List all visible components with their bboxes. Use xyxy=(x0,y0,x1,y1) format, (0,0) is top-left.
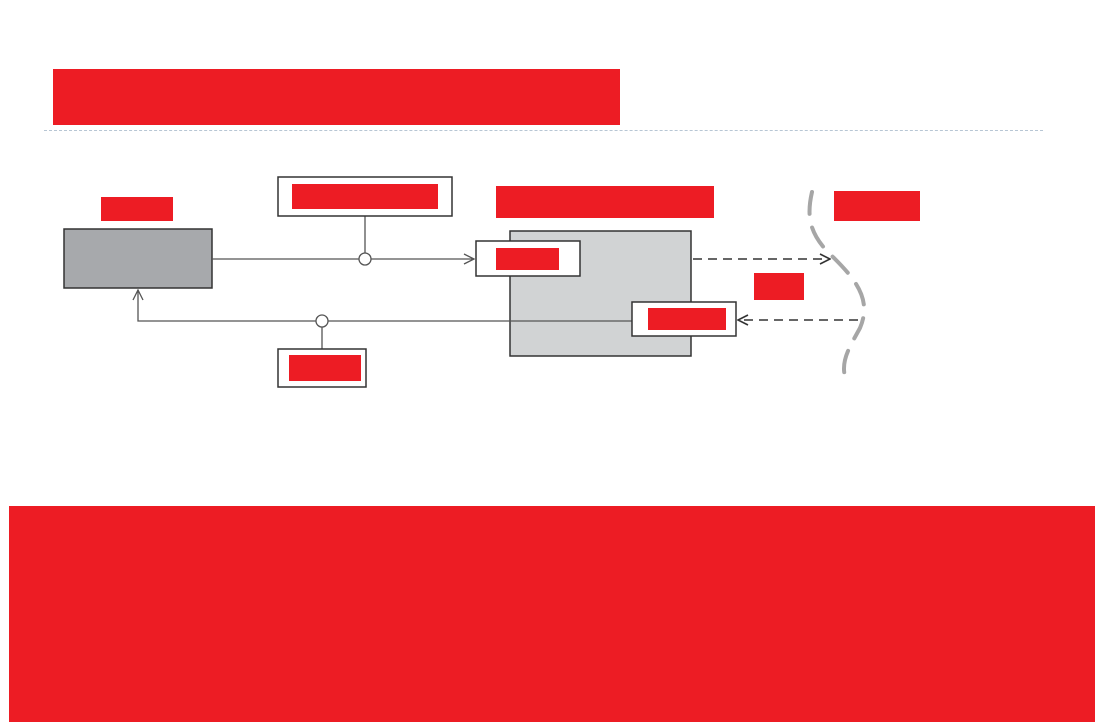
response-connector xyxy=(138,290,632,322)
provided-interface-tag xyxy=(289,355,361,381)
title-divider xyxy=(44,130,1043,131)
client-label-tag xyxy=(101,197,173,221)
response-interface-lollipop xyxy=(315,314,329,328)
dependency-tag xyxy=(754,273,804,300)
client-component-box xyxy=(63,228,213,289)
component-diagram xyxy=(63,176,920,388)
environment-boundary xyxy=(807,190,867,382)
output-port-tag xyxy=(648,308,726,330)
slide-title-block xyxy=(53,69,620,125)
environment-tag xyxy=(834,191,920,221)
system-label-tag xyxy=(496,186,714,218)
request-interface-lollipop xyxy=(358,252,372,266)
slide-body-block xyxy=(9,506,1095,722)
required-interface-tag xyxy=(292,184,438,209)
input-port-tag xyxy=(496,248,559,270)
